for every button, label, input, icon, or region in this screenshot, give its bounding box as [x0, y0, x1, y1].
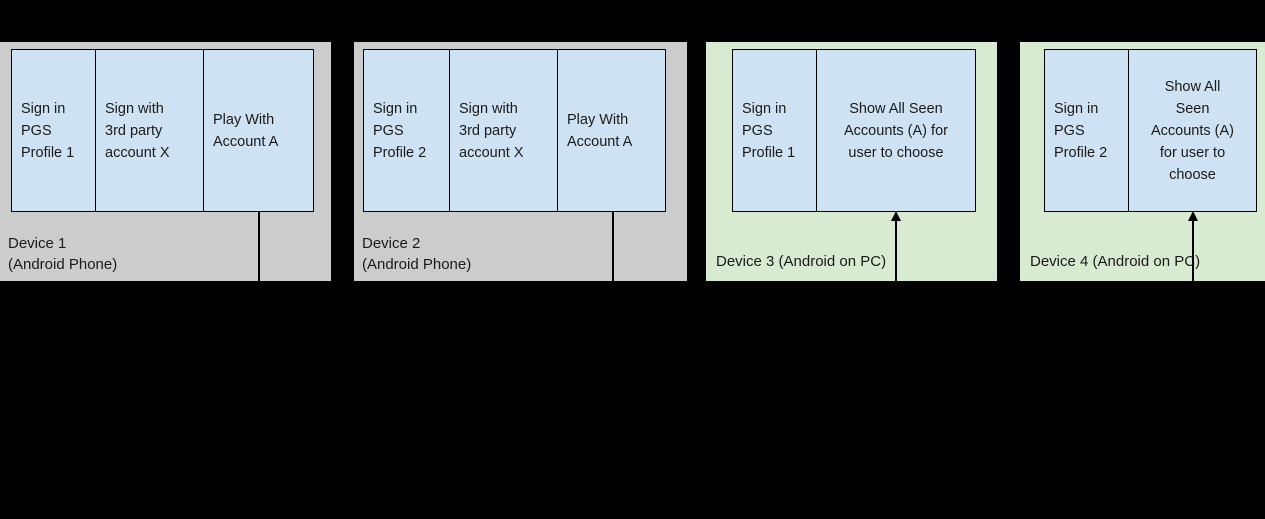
cell-play-with-account-a: Play With Account A	[558, 49, 666, 212]
arrow-up-head-device-3	[891, 211, 901, 221]
cell-sign-in-pgs-profile-1: Sign in PGS Profile 1	[11, 49, 96, 212]
arrow-up-device-3	[895, 220, 897, 281]
device-1-step-row: Sign in PGS Profile 1 Sign with 3rd part…	[11, 49, 314, 212]
device-1-card: Sign in PGS Profile 1 Sign with 3rd part…	[0, 42, 331, 281]
cell-show-all-seen-accounts: Show All Seen Accounts (A) for user to c…	[1129, 49, 1257, 212]
cell-sign-in-pgs-profile-2: Sign in PGS Profile 2	[363, 49, 450, 212]
device-2-label: Device 2 (Android Phone)	[362, 235, 472, 273]
device-4-card: Sign in PGS Profile 2 Show All Seen Acco…	[1020, 42, 1265, 281]
device-4-label: Device 4 (Android on PC)	[1030, 253, 1201, 270]
cell-play-with-account-a: Play With Account A	[204, 49, 314, 212]
device-2-step-row: Sign in PGS Profile 2 Sign with 3rd part…	[363, 49, 666, 212]
cell-sign-in-pgs-profile-1: Sign in PGS Profile 1	[732, 49, 817, 212]
device-3-card: Sign in PGS Profile 1 Show All Seen Acco…	[706, 42, 997, 281]
cell-sign-with-3rd-party-account: Sign with 3rd party account X	[450, 49, 558, 212]
arrow-up-head-device-4	[1188, 211, 1198, 221]
device-4-step-row: Sign in PGS Profile 2 Show All Seen Acco…	[1044, 49, 1257, 212]
connector-line-device-2	[612, 212, 614, 281]
arrow-up-device-4	[1192, 220, 1194, 281]
device-1-label: Device 1 (Android Phone)	[8, 235, 118, 273]
device-2-card: Sign in PGS Profile 2 Sign with 3rd part…	[354, 42, 687, 281]
cell-sign-in-pgs-profile-2: Sign in PGS Profile 2	[1044, 49, 1129, 212]
device-3-step-row: Sign in PGS Profile 1 Show All Seen Acco…	[732, 49, 976, 212]
cell-show-all-seen-accounts: Show All Seen Accounts (A) for user to c…	[817, 49, 976, 212]
connector-line-device-1	[258, 212, 260, 281]
device-3-label: Device 3 (Android on PC)	[716, 253, 887, 270]
cell-sign-with-3rd-party-account: Sign with 3rd party account X	[96, 49, 204, 212]
